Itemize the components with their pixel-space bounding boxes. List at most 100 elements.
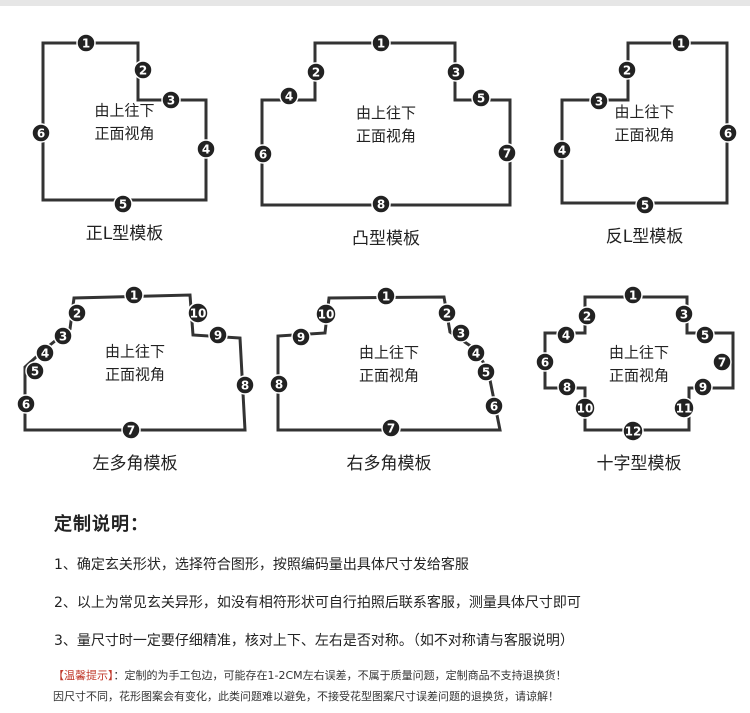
edge-marker-8: 8 (557, 377, 577, 397)
edge-marker-5: 5 (471, 88, 491, 108)
edge-marker-9: 9 (291, 327, 311, 347)
svg-text:6: 6 (259, 148, 267, 162)
svg-text:11: 11 (676, 402, 693, 416)
view-caption: 由上往下 (105, 343, 165, 361)
svg-text:5: 5 (482, 366, 490, 380)
edge-marker-4: 4 (196, 139, 216, 159)
svg-text:6: 6 (37, 127, 45, 141)
view-caption: 正面视角 (359, 367, 419, 385)
template-outline (560, 41, 729, 205)
svg-text:2: 2 (312, 66, 320, 80)
notice-box: 【温馨提示】：定制的为手工包边，可能存在1-2CM左右误差，不属于质量问题，定制… (53, 665, 743, 707)
view-caption: 由上往下 (356, 104, 416, 122)
notice-text-1: ：定制的为手工包边，可能存在1-2CM左右误差，不属于质量问题，定制商品不支持退… (113, 669, 567, 682)
edge-marker-9: 9 (693, 377, 713, 397)
edge-marker-3: 3 (589, 91, 609, 111)
svg-text:5: 5 (477, 92, 485, 106)
svg-text:9: 9 (214, 329, 222, 343)
svg-text:2: 2 (139, 64, 147, 78)
svg-text:10: 10 (190, 307, 207, 321)
svg-text:6: 6 (541, 356, 549, 370)
edge-marker-5: 5 (25, 361, 45, 381)
template-name: 正L型模板 (86, 224, 163, 244)
svg-text:3: 3 (595, 95, 603, 109)
view-caption: 正面视角 (105, 366, 165, 384)
edge-marker-1: 1 (376, 286, 396, 306)
svg-text:3: 3 (167, 94, 175, 108)
svg-text:8: 8 (241, 379, 249, 393)
edge-marker-1: 1 (124, 285, 144, 305)
svg-text:4: 4 (558, 144, 566, 158)
edge-marker-8: 8 (235, 375, 255, 395)
edge-marker-10: 10 (574, 397, 596, 419)
svg-text:4: 4 (472, 347, 480, 361)
svg-text:7: 7 (127, 424, 135, 438)
edge-marker-1: 1 (76, 33, 96, 53)
instruction-line-3: 3、量尺寸时一定要仔细精准，核对上下、左右是否对称。（如不对称请与客服说明） (54, 633, 574, 649)
notice-text-2: 因尺寸不同，花形图案会有变化，此类问题难以避免，不接受花型图案尺寸误差问题的退换… (53, 690, 559, 703)
edge-marker-2: 2 (577, 306, 597, 326)
edge-marker-5: 5 (476, 362, 496, 382)
edge-marker-3: 3 (674, 304, 694, 324)
svg-text:1: 1 (629, 289, 637, 303)
svg-text:12: 12 (625, 425, 642, 439)
edge-marker-12: 12 (622, 420, 644, 442)
edge-marker-8: 8 (371, 194, 391, 214)
edge-marker-7: 7 (381, 418, 401, 438)
edge-marker-1: 1 (623, 285, 643, 305)
view-caption: 由上往下 (94, 102, 154, 120)
svg-text:3: 3 (457, 327, 465, 341)
edge-marker-6: 6 (535, 352, 555, 372)
svg-text:2: 2 (583, 310, 591, 324)
edge-marker-6: 6 (16, 394, 36, 414)
edge-marker-2: 2 (437, 303, 457, 323)
svg-text:7: 7 (387, 422, 395, 436)
instructions-title: 定制说明： (54, 514, 149, 535)
svg-text:5: 5 (31, 365, 39, 379)
edge-marker-2: 2 (133, 60, 153, 80)
edge-marker-3: 3 (161, 90, 181, 110)
svg-text:6: 6 (22, 398, 30, 412)
template-name: 右多角模板 (347, 454, 432, 474)
instructions-section: 定制说明： 1、确定玄关形状，选择符合图形，按照编码量出具体尺寸发给客服 2、以… (54, 510, 734, 668)
template-name: 十字型模板 (597, 454, 682, 474)
svg-text:5: 5 (119, 198, 127, 212)
edge-marker-7: 7 (121, 420, 141, 440)
edge-marker-4: 4 (556, 325, 576, 345)
svg-text:1: 1 (130, 289, 138, 303)
svg-text:9: 9 (699, 381, 707, 395)
edge-marker-4: 4 (466, 343, 486, 363)
edge-marker-2: 2 (67, 303, 87, 323)
edge-marker-6: 6 (253, 144, 273, 164)
svg-text:8: 8 (275, 378, 283, 392)
template-outline (260, 41, 512, 207)
edge-marker-3: 3 (53, 326, 73, 346)
edge-marker-1: 1 (371, 33, 391, 53)
edge-marker-4: 4 (35, 343, 55, 363)
template-name: 凸型模板 (352, 229, 420, 249)
view-caption: 由上往下 (609, 344, 669, 362)
edge-marker-10: 10 (187, 302, 209, 324)
edge-marker-4: 4 (552, 140, 572, 160)
svg-text:2: 2 (73, 307, 81, 321)
svg-text:5: 5 (701, 329, 709, 343)
svg-text:3: 3 (452, 66, 460, 80)
svg-text:3: 3 (59, 330, 67, 344)
view-caption: 正面视角 (94, 125, 154, 143)
template-outline (23, 293, 247, 432)
svg-text:2: 2 (623, 64, 631, 78)
edge-marker-2: 2 (617, 60, 637, 80)
svg-text:2: 2 (443, 307, 451, 321)
edge-marker-4: 4 (279, 86, 299, 106)
notice-line-1: 【温馨提示】：定制的为手工包边，可能存在1-2CM左右误差，不属于质量问题，定制… (53, 665, 743, 686)
view-caption: 正面视角 (356, 127, 416, 145)
template-name: 反L型模板 (606, 227, 683, 247)
edge-marker-5: 5 (113, 194, 133, 214)
